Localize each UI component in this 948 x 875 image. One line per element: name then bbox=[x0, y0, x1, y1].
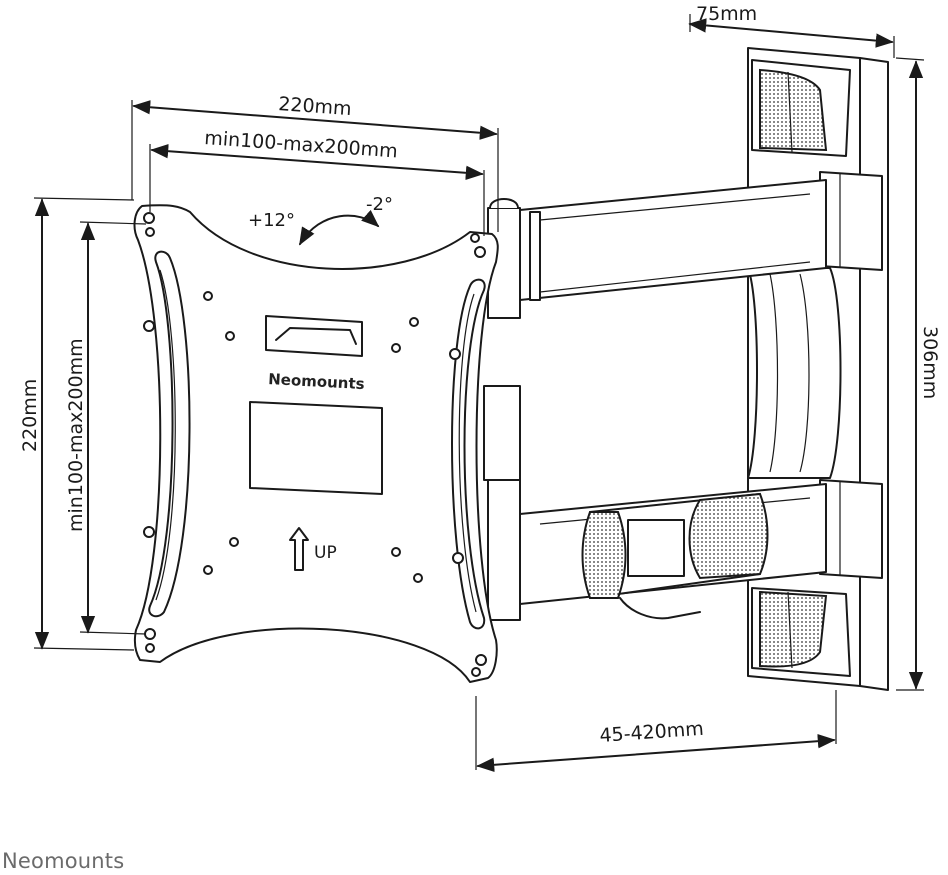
dim-plate-height-outer: 220mm bbox=[19, 197, 135, 651]
dim-wall-plate-height: 306mm bbox=[895, 57, 941, 691]
middle-link bbox=[483, 385, 521, 481]
hook-window bbox=[265, 315, 363, 357]
bottom-wall-grip bbox=[759, 590, 828, 668]
dim-plate-width-vesa: min100-max200mm bbox=[149, 127, 485, 236]
dim-plate-height-outer-label: 220mm bbox=[19, 379, 41, 452]
top-wall-grip bbox=[759, 68, 828, 152]
vesa-plate: Neomounts UP bbox=[133, 204, 499, 683]
dim-wall-plate-height-label: 306mm bbox=[919, 326, 941, 399]
footer-brand-logo: Neomounts bbox=[2, 849, 125, 873]
dim-extension-range-label: 45-420mm bbox=[599, 718, 705, 747]
dim-plate-height-vesa-label: min100-max200mm bbox=[65, 338, 87, 532]
mounting-holes bbox=[143, 212, 487, 677]
dim-arm-depth: 75mm bbox=[688, 3, 895, 58]
clamp-grip-left bbox=[581, 511, 627, 599]
dim-plate-width-outer: 220mm bbox=[131, 93, 499, 232]
center-cutout bbox=[249, 401, 383, 495]
dim-arm-depth-label: 75mm bbox=[696, 3, 757, 25]
clamp-grip-right bbox=[688, 492, 769, 580]
tilt-indicator: +12° -2° bbox=[248, 194, 393, 246]
hinge-post bbox=[487, 198, 521, 621]
tilt-down-angle: -2° bbox=[366, 194, 393, 215]
up-label: UP bbox=[314, 543, 337, 563]
plate-brand-label: Neomounts bbox=[268, 370, 365, 393]
up-arrow-icon bbox=[289, 527, 309, 571]
tilt-up-angle: +12° bbox=[248, 210, 295, 231]
wall-plate bbox=[747, 47, 889, 691]
dim-extension-range: 45-420mm bbox=[475, 690, 837, 773]
dim-plate-width-vesa-label: min100-max200mm bbox=[204, 127, 399, 162]
dim-plate-height-vesa: min100-max200mm bbox=[65, 221, 147, 635]
dim-plate-width-outer-label: 220mm bbox=[278, 93, 353, 120]
